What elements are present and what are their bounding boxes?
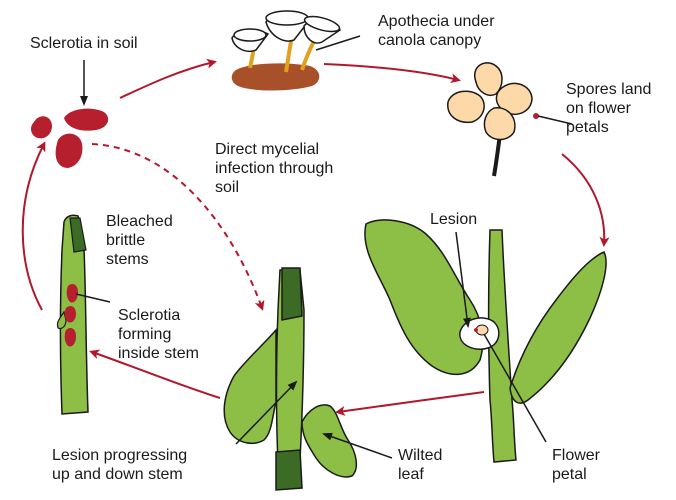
label-bleached-stems: Bleached brittle stems	[106, 212, 173, 269]
label-apothecia: Apothecia under canola canopy	[378, 12, 495, 50]
label-direct-mycelial-infection: Direct mycelial infection through soil	[215, 140, 333, 197]
label-lesion: Lesion	[430, 210, 477, 229]
infected-plant-middle	[224, 268, 356, 490]
label-sclerotia-forming: Sclerotia forming inside stem	[118, 306, 199, 363]
label-flower-petal: Flower petal	[552, 446, 600, 484]
bleached-stem-left	[57, 215, 88, 414]
label-sclerotia-in-soil: Sclerotia in soil	[30, 34, 138, 53]
apothecia-illustration	[232, 11, 341, 91]
arrow-flower-to-lesion	[562, 154, 604, 244]
arrow-stem-to-sclerotia	[23, 144, 44, 310]
flower-illustration	[448, 63, 539, 176]
arrow-apothecia-to-flower	[324, 64, 458, 80]
infected-plant-right	[365, 220, 606, 462]
arrow-sclerotia-to-apothecia	[120, 62, 214, 98]
sclerotia-in-soil	[31, 109, 108, 168]
arrow-lesion-to-progression	[338, 392, 484, 412]
label-wilted-leaf: Wilted leaf	[398, 446, 442, 484]
label-spores: Spores land on flower petals	[566, 80, 651, 137]
label-lesion-progressing: Lesion progressing up and down stem	[52, 446, 187, 484]
